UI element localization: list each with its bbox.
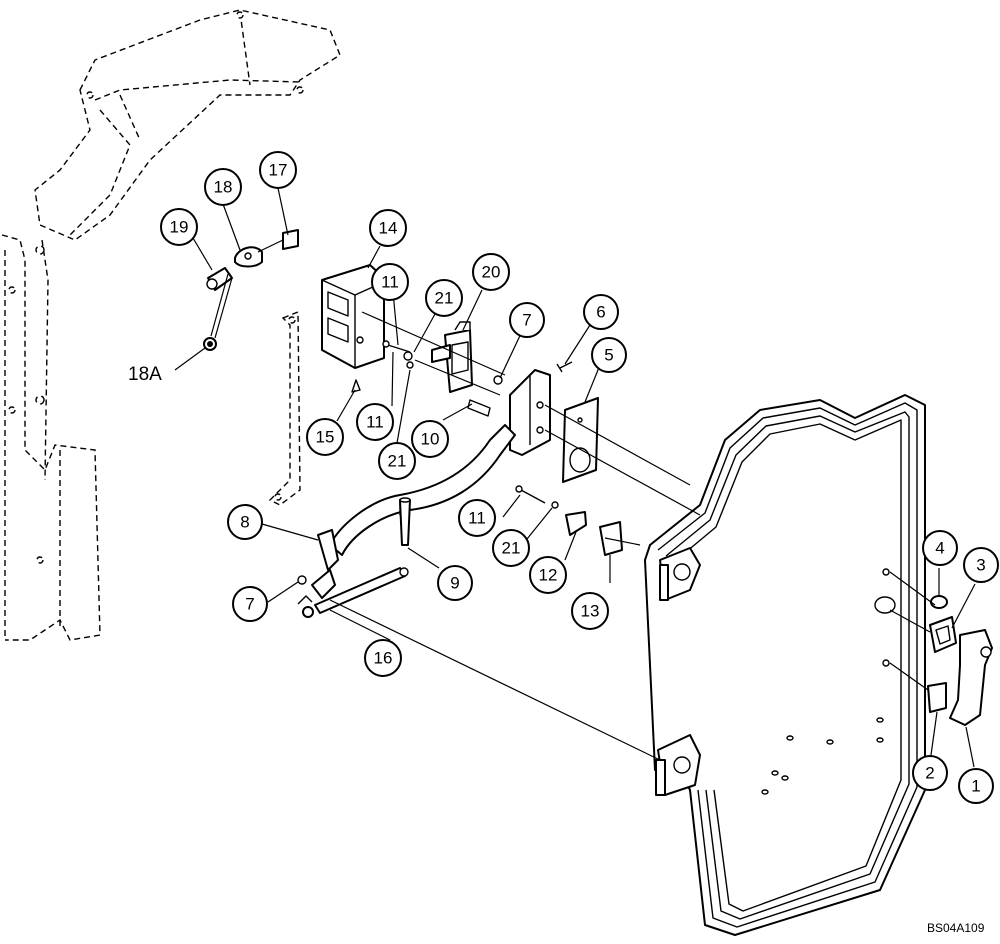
callout-20-label: 20 — [482, 263, 501, 282]
callout-18: 18 — [204, 168, 242, 206]
callout-14: 14 — [369, 209, 407, 247]
callout-7-upper: 7 — [509, 302, 545, 338]
callout-12-label: 12 — [539, 566, 558, 585]
callout-13: 13 — [571, 592, 609, 630]
callout-21-top-label: 21 — [435, 289, 454, 308]
callout-5: 5 — [591, 337, 627, 373]
callout-3: 3 — [963, 547, 999, 583]
hood-latch-parts — [203, 229, 299, 351]
callout-16-label: 16 — [374, 649, 393, 668]
callout-11-top: 11 — [371, 263, 409, 301]
callout-6: 6 — [583, 294, 619, 330]
callout-11-mid: 11 — [356, 403, 394, 441]
callout-21-low: 21 — [492, 529, 530, 567]
callout-21-mid-label: 21 — [388, 452, 407, 471]
callout-10-label: 10 — [421, 430, 440, 449]
callout-7-upper-label: 7 — [522, 311, 531, 330]
callout-7-lower: 7 — [232, 586, 268, 622]
callout-19-label: 19 — [170, 218, 189, 237]
callout-21-top: 21 — [425, 279, 463, 317]
callout-17: 17 — [259, 151, 297, 189]
cab-frame-outline — [1, 9, 341, 641]
callout-8: 8 — [227, 504, 263, 540]
callout-18-label: 18 — [214, 178, 233, 197]
support-bracket-outline — [268, 310, 301, 506]
inside-lever — [311, 529, 339, 599]
callout-11-mid-label: 11 — [366, 413, 384, 432]
callout-17-label: 17 — [269, 161, 288, 180]
latch-plate — [562, 397, 599, 483]
latch-mechanism — [431, 321, 473, 393]
callout-1: 1 — [958, 768, 994, 804]
callout-1-label: 1 — [971, 777, 980, 796]
callout-5-label: 5 — [604, 346, 613, 365]
callout-21-low-label: 21 — [502, 539, 521, 558]
callout-9: 9 — [437, 565, 473, 601]
screw — [556, 361, 573, 373]
callout-3-label: 3 — [976, 556, 985, 575]
mounting-bracket — [509, 369, 551, 456]
callout-12: 12 — [529, 556, 567, 594]
callout-20: 20 — [472, 253, 510, 291]
callout-11-low-label: 11 — [468, 509, 486, 528]
alignment-lines — [210, 239, 936, 761]
callout-13-label: 13 — [581, 602, 600, 621]
callout-15-label: 15 — [316, 428, 335, 447]
callout-9-label: 9 — [450, 574, 459, 593]
callout-11-top-label: 11 — [381, 273, 399, 292]
callout-11-low: 11 — [458, 499, 496, 537]
callout-7-lower-label: 7 — [245, 595, 254, 614]
callout-14-label: 14 — [379, 219, 398, 238]
door-panel — [644, 394, 926, 936]
drawing-reference-code: BS04A109 — [927, 921, 985, 935]
callout-16: 16 — [364, 639, 402, 677]
label-18a: 18A — [128, 364, 162, 385]
callout-15: 15 — [306, 418, 344, 456]
callout-19: 19 — [160, 208, 198, 246]
callout-2: 2 — [912, 755, 948, 791]
latch-cover — [321, 264, 385, 369]
callout-10: 10 — [411, 420, 449, 458]
callout-21-mid: 21 — [378, 442, 416, 480]
callout-4: 4 — [922, 530, 958, 566]
pin — [399, 497, 411, 546]
callout-6-label: 6 — [596, 303, 605, 322]
support-rod — [297, 567, 409, 618]
callout-4-label: 4 — [935, 539, 944, 558]
callout-2-label: 2 — [925, 764, 934, 783]
hardware-small-parts — [297, 340, 623, 585]
outside-handle — [874, 568, 993, 726]
callout-8-label: 8 — [240, 513, 249, 532]
